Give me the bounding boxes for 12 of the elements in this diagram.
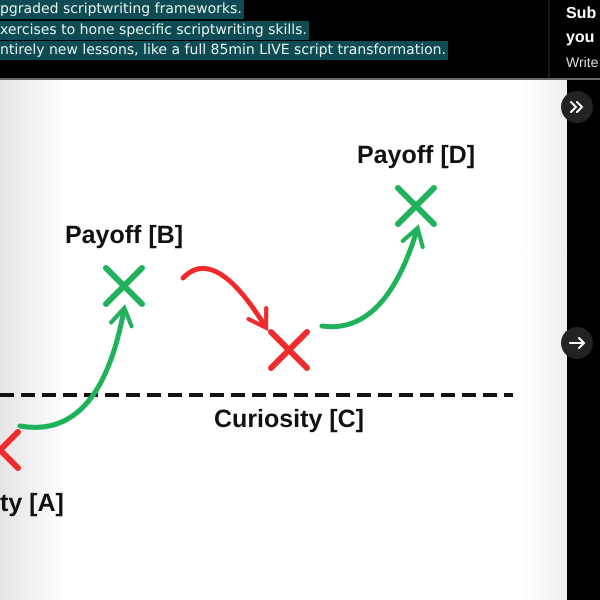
highlighted-text: pgraded scriptwriting frameworks.: [0, 0, 244, 19]
cross-mark: Payoff [D]: [356, 140, 476, 230]
sidebar-text: Write: [566, 54, 598, 70]
cross-mark: Curiosity [C]: [214, 326, 364, 434]
cross-mark: ty [A]: [0, 426, 64, 518]
highlighted-text: ntirely new lessons, like a full 85min LIVE script transformation.: [0, 41, 448, 60]
curved-arrow: [18, 306, 134, 430]
cross-mark: Payoff [B]: [64, 220, 184, 310]
curved-arrow: [320, 226, 424, 330]
highlighted-text: xercises to hone specific scriptwriting skills.: [0, 21, 309, 40]
sidebar-heading: Sub you: [566, 4, 598, 48]
curved-arrow: [180, 266, 268, 330]
